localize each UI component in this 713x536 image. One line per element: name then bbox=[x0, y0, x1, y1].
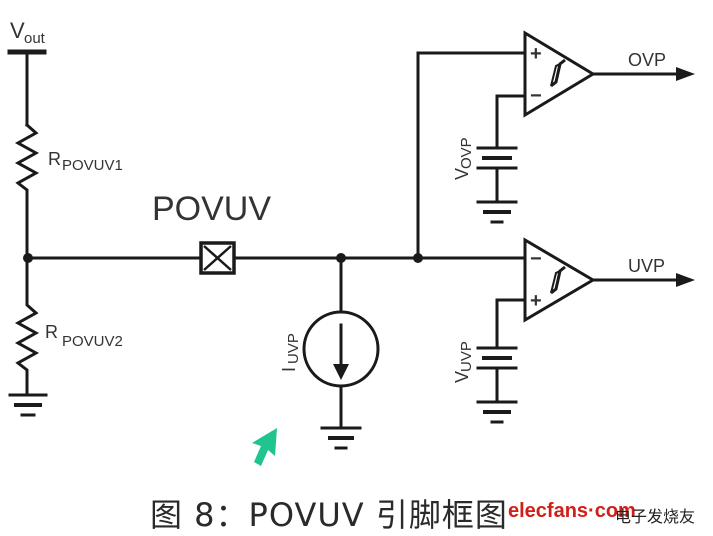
resistor-r2 bbox=[14, 256, 40, 397]
ground-icon bbox=[8, 393, 48, 417]
cursor-arrow-icon bbox=[252, 428, 277, 466]
watermark-site: elecfans·com bbox=[508, 500, 636, 522]
ground-icon bbox=[476, 400, 518, 424]
r1-sub-label: POVUV1 bbox=[62, 157, 123, 174]
iuvp-sub-label: UVP bbox=[285, 333, 302, 364]
vout-sub-label: out bbox=[24, 30, 46, 47]
iuvp-label: I bbox=[279, 367, 299, 372]
current-source-icon bbox=[302, 310, 380, 388]
povuv-pin-icon bbox=[199, 241, 236, 275]
vout-label: V bbox=[10, 18, 25, 43]
r2-sub-label: POVUV2 bbox=[62, 333, 123, 350]
ovp-minus-label: − bbox=[530, 85, 542, 107]
vuvp-sub-label: UVP bbox=[458, 341, 475, 372]
r2-label: R bbox=[45, 322, 58, 342]
ground-icon bbox=[320, 426, 362, 450]
figure-caption: 图 8：POVUV 引脚框图 bbox=[150, 496, 508, 534]
r1-label: R bbox=[48, 149, 61, 169]
battery-icon bbox=[476, 346, 518, 404]
arrow-right-icon bbox=[676, 273, 695, 287]
ground-icon bbox=[476, 200, 518, 224]
battery-icon bbox=[476, 146, 518, 204]
uvp-comparator-icon bbox=[523, 237, 596, 323]
vovp-sub-label: OVP bbox=[458, 137, 475, 169]
ovp-output-label: OVP bbox=[628, 50, 666, 70]
watermark-name: 电子发烧友 bbox=[615, 507, 696, 526]
uvp-minus-label: − bbox=[530, 248, 542, 270]
resistor-r1 bbox=[14, 122, 40, 260]
uvp-plus-label: + bbox=[530, 290, 542, 312]
vuvp-label: V bbox=[452, 371, 472, 383]
vovp-label: V bbox=[452, 168, 472, 180]
ovp-comparator-icon bbox=[523, 30, 596, 118]
ovp-plus-label: + bbox=[530, 43, 542, 65]
arrow-right-icon bbox=[676, 67, 695, 81]
pin-label: POVUV bbox=[152, 190, 271, 228]
uvp-output-label: UVP bbox=[628, 256, 665, 276]
